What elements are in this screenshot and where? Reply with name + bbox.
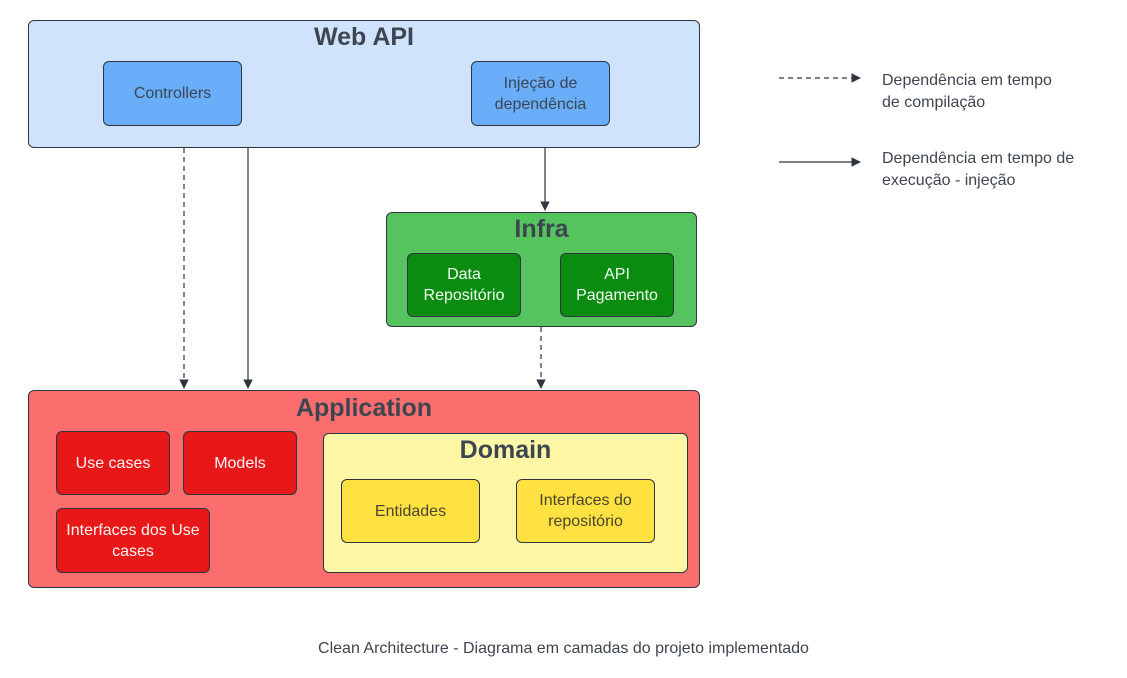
use-cases-label: Use cases [75, 454, 151, 472]
entidades-box: Entidades [341, 479, 480, 543]
interfaces-use-cases-label: Interfaces dos Use cases [66, 521, 200, 560]
web-api-title: Web API [313, 23, 414, 51]
controllers-label: Controllers [133, 85, 212, 102]
infra-title: Infra [514, 215, 569, 243]
models-box: Models [183, 431, 297, 495]
application-title: Application [295, 394, 433, 422]
web-api-layer: Web API Controllers Injeção de dependênc… [28, 20, 700, 148]
models-label: Models [214, 454, 266, 472]
api-pagamento-box: API Pagamento [560, 253, 674, 317]
injecao-dependencia-box: Injeção de dependência [471, 61, 610, 126]
data-repositorio-box: Data Repositório [407, 253, 521, 317]
use-cases-box: Use cases [56, 431, 170, 495]
diagram-caption: Clean Architecture - Diagrama em camadas… [318, 640, 809, 657]
interfaces-repositorio-box: Interfaces do repositório [516, 479, 655, 543]
entidades-label: Entidades [374, 502, 447, 520]
infra-layer: Infra Data Repositório API Pagamento [386, 212, 697, 327]
api-pagamento-label: API Pagamento [576, 266, 658, 304]
legend-compile-text: Dependência em tempo de compilação [882, 72, 1052, 111]
injecao-dependencia-label: Injeção de dependência [494, 74, 587, 113]
application-layer: Application Use cases Models Interfaces … [28, 390, 700, 588]
interfaces-use-cases-box: Interfaces dos Use cases [56, 508, 210, 573]
domain-layer: Domain Entidades Interfaces do repositór… [323, 433, 688, 573]
interfaces-repositorio-label: Interfaces do repositório [539, 492, 632, 530]
controllers-box: Controllers [103, 61, 242, 126]
data-repositorio-label: Data Repositório [423, 266, 505, 304]
legend-runtime-text: Dependência em tempo de execução - injeç… [882, 150, 1075, 189]
domain-title: Domain [459, 436, 552, 464]
